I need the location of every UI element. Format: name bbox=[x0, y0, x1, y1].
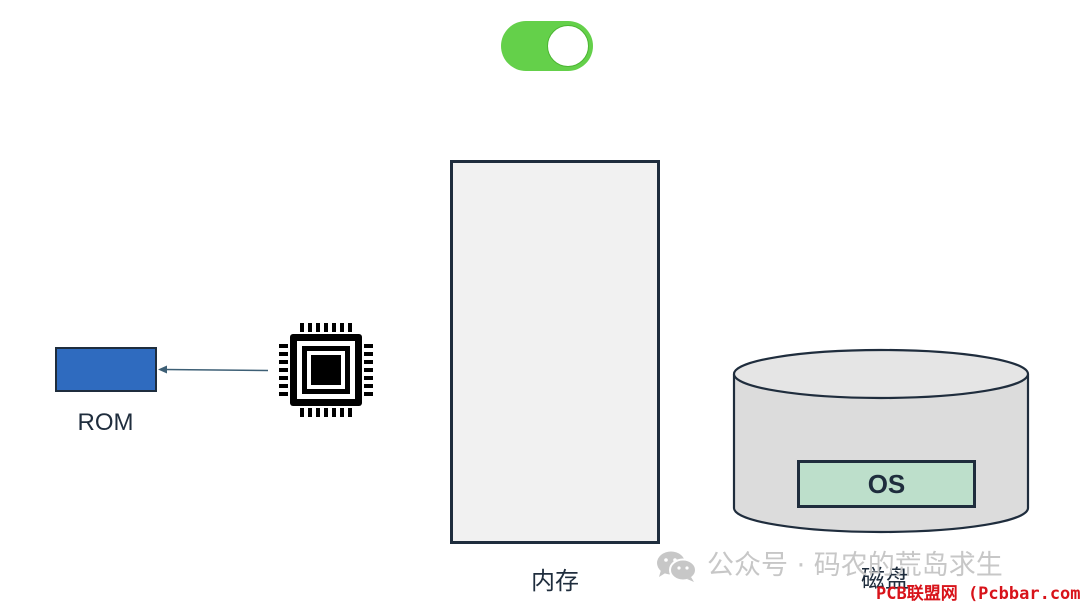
memory-label: 内存 bbox=[531, 567, 579, 595]
rom-label: ROM bbox=[77, 409, 134, 436]
rom-block bbox=[55, 347, 157, 392]
disk-label: 磁盘 bbox=[861, 565, 909, 593]
wechat-watermark: 公众号 · 码农的荒岛求生 bbox=[655, 547, 1003, 585]
power-toggle[interactable] bbox=[501, 21, 593, 71]
toggle-knob bbox=[547, 25, 589, 67]
wechat-icon bbox=[657, 551, 697, 582]
wechat-watermark-text: 公众号 · 码农的荒岛求生 bbox=[707, 550, 1003, 581]
cpu-to-rom-arrow bbox=[158, 365, 269, 374]
cpu-chip-icon bbox=[279, 323, 373, 417]
os-block: OS bbox=[797, 460, 976, 508]
site-watermark: PCB联盟网 (Pcbbar.com) bbox=[876, 584, 1080, 604]
memory-block bbox=[450, 160, 660, 544]
